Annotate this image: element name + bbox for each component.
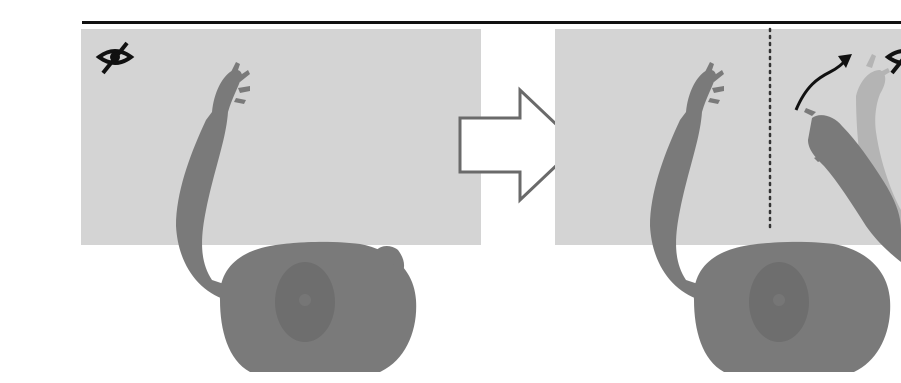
top-rule bbox=[82, 21, 901, 24]
panel-before bbox=[81, 29, 481, 372]
panel-before-surface bbox=[81, 29, 481, 245]
panel-after bbox=[555, 29, 901, 372]
